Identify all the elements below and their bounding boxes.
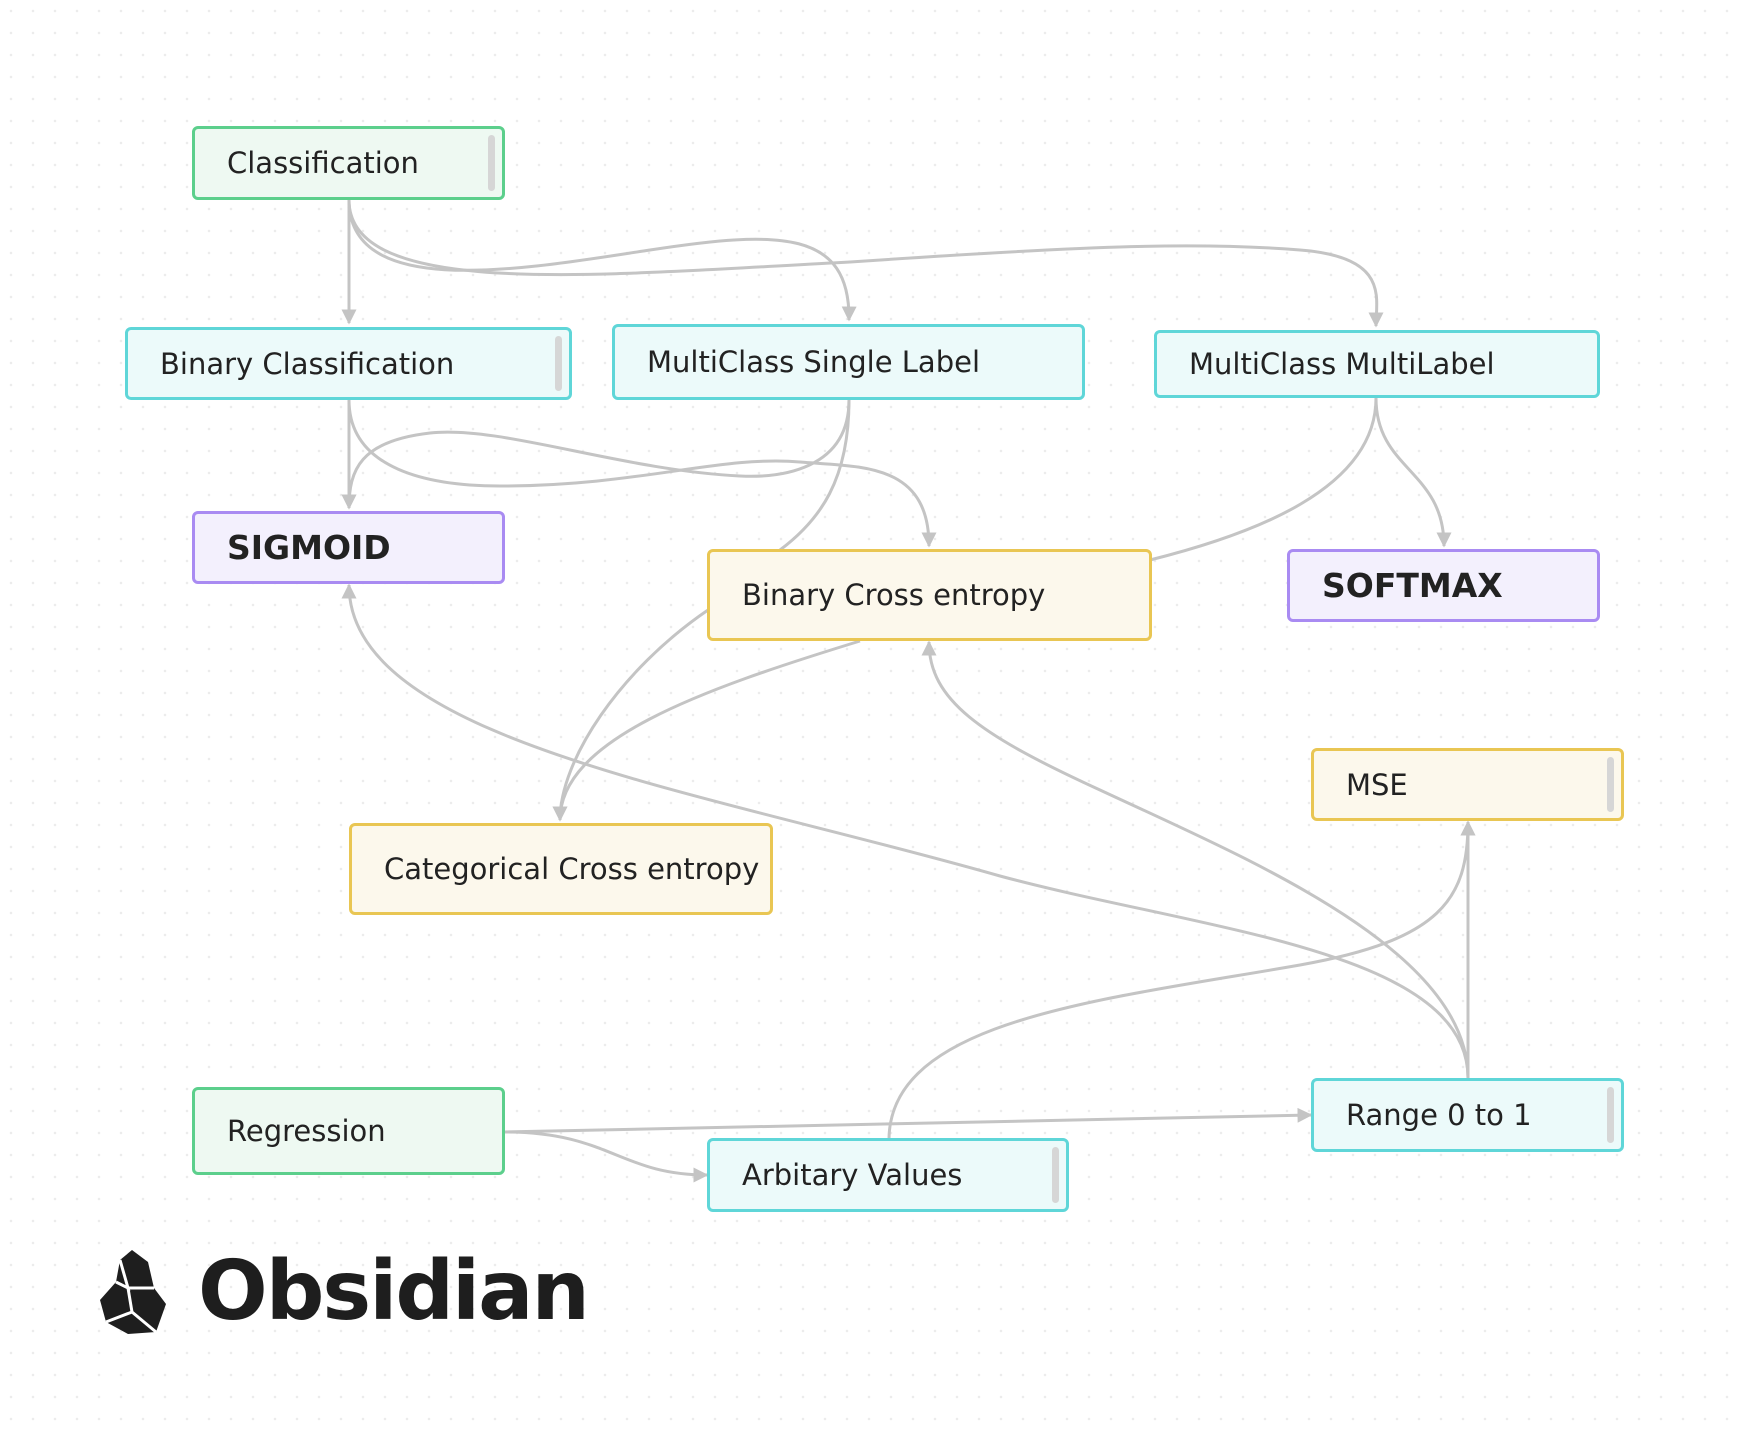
edge-arbitary-values-to-mse[interactable] (887, 820, 1476, 1141)
scrollbar[interactable] (1052, 1147, 1059, 1203)
node-label: Range 0 to 1 (1346, 1098, 1532, 1132)
scrollbar[interactable] (555, 336, 562, 391)
node-binary-classification[interactable]: Binary Classification (125, 327, 572, 400)
node-sigmoid[interactable]: SIGMOID (192, 511, 505, 584)
node-label: MultiClass Single Label (647, 345, 981, 379)
node-label: Categorical Cross entropy (384, 852, 760, 886)
node-label: Arbitary Values (742, 1158, 963, 1192)
scrollbar[interactable] (1607, 757, 1614, 812)
node-label: SIGMOID (227, 528, 391, 567)
node-regression[interactable]: Regression (192, 1087, 505, 1175)
edge-binary-classification-to-binary-cross-entropy[interactable] (347, 399, 937, 548)
edge-regression-to-range-0-to-1[interactable] (504, 1107, 1313, 1134)
node-label: Binary Classification (160, 346, 455, 381)
edge-multiclass-multilabel-to-softmax[interactable] (1374, 397, 1452, 548)
scrollbar[interactable] (488, 135, 495, 191)
node-label: Regression (227, 1114, 386, 1148)
brand: Obsidian (98, 1244, 590, 1339)
edge-range-0-to-1-to-sigmoid[interactable] (341, 583, 1470, 1079)
obsidian-logo-icon (100, 1249, 166, 1334)
edge-classification-to-multiclass-multilabel[interactable] (347, 199, 1384, 328)
edge-range-0-to-1-to-binary-cross-entropy[interactable] (921, 640, 1470, 1079)
node-multiclass-multilabel[interactable]: MultiClass MultiLabel (1154, 330, 1600, 398)
node-binary-cross-entropy[interactable]: Binary Cross entropy (707, 549, 1152, 641)
scrollbar[interactable] (1607, 1087, 1614, 1143)
edge-multiclass-single-label-to-sigmoid[interactable] (341, 399, 851, 510)
edge-multiclass-multilabel-to-categorical-cross-entropy[interactable] (560, 397, 1378, 820)
node-softmax[interactable]: SOFTMAX (1287, 549, 1600, 622)
edge-regression-to-arbitary-values[interactable] (504, 1130, 709, 1183)
node-range-0-to-1[interactable]: Range 0 to 1 (1311, 1078, 1624, 1152)
brand-name: Obsidian (198, 1244, 590, 1339)
node-label: Binary Cross entropy (742, 578, 1046, 612)
node-categorical-cross-entropy[interactable]: Categorical Cross entropy (349, 823, 773, 915)
node-label: Classification (227, 146, 419, 180)
node-arbitary-values[interactable]: Arbitary Values (707, 1138, 1069, 1212)
node-label: MultiClass MultiLabel (1189, 347, 1495, 381)
node-label: MSE (1346, 767, 1408, 802)
node-mse[interactable]: MSE (1311, 748, 1624, 821)
node-multiclass-single-label[interactable]: MultiClass Single Label (612, 324, 1085, 400)
edge-classification-to-multiclass-single-label[interactable] (347, 199, 857, 322)
node-classification[interactable]: Classification (192, 126, 505, 200)
node-label: SOFTMAX (1322, 566, 1503, 605)
